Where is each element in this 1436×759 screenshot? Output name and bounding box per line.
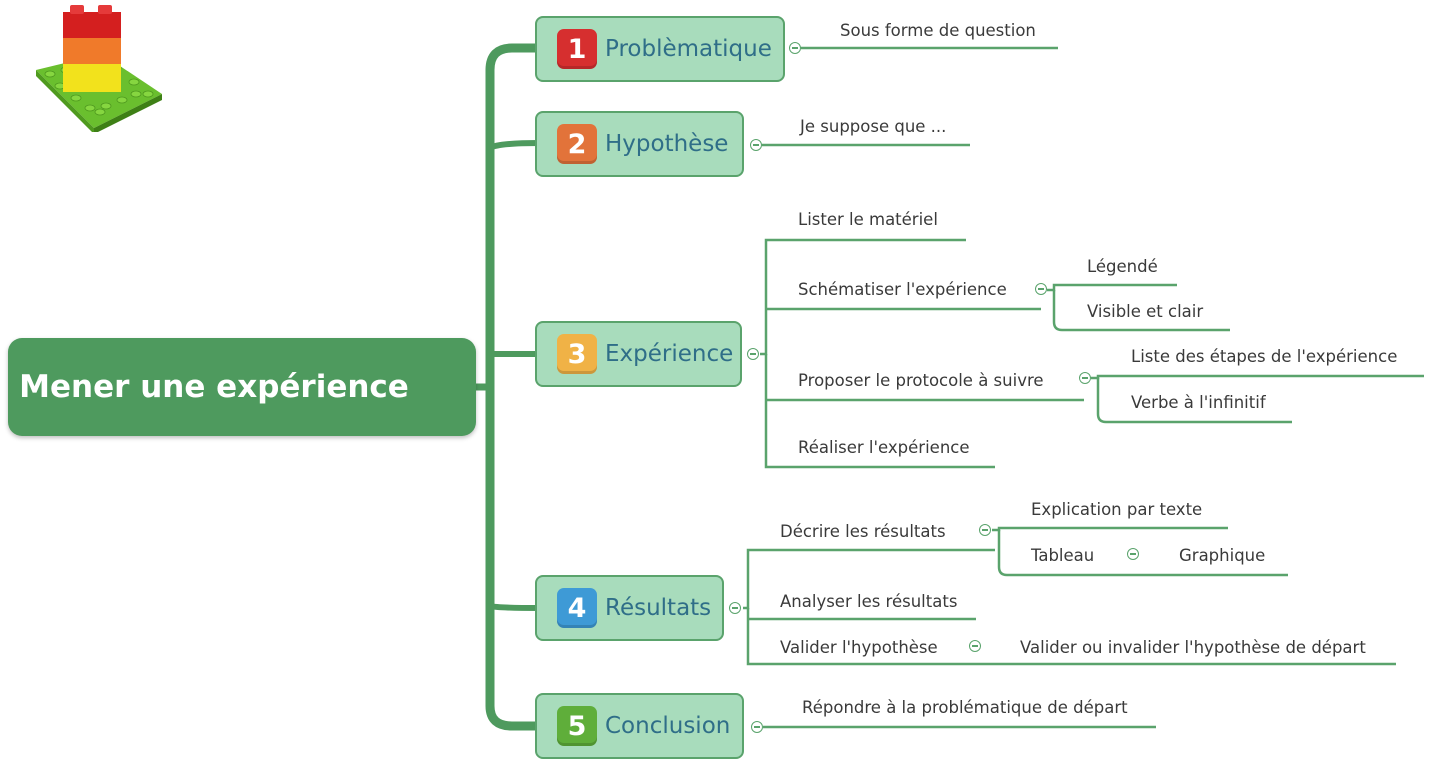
branch-label: Expérience — [605, 341, 734, 367]
branch-label: Résultats — [605, 595, 712, 621]
topic-tableau[interactable]: Tableau — [1031, 546, 1095, 565]
topic-liste-etapes[interactable]: Liste des étapes de l'expérience — [1131, 347, 1398, 366]
topic-valider-hypothese[interactable]: Valider l'hypothèse — [780, 638, 938, 657]
branch-label: Hypothèse — [605, 131, 729, 157]
number-badge: 4 — [557, 588, 597, 628]
branch-resultats[interactable]: 4 Résultats — [535, 575, 724, 641]
branch-label: Conclusion — [605, 713, 731, 739]
number-badge: 2 — [557, 124, 597, 164]
number-badge: 1 — [557, 29, 597, 69]
topic-sous-forme-question[interactable]: Sous forme de question — [840, 21, 1036, 40]
branch-experience[interactable]: 3 Expérience — [535, 321, 742, 387]
number-badge: 5 — [557, 706, 597, 746]
collapse-icon[interactable] — [1079, 372, 1091, 384]
collapse-icon[interactable] — [729, 602, 741, 614]
topic-explication-texte[interactable]: Explication par texte — [1031, 500, 1203, 519]
collapse-icon[interactable] — [747, 348, 759, 360]
collapse-icon[interactable] — [979, 524, 991, 536]
branch-problematique[interactable]: 1 Problèmatique — [535, 16, 785, 82]
topic-repondre[interactable]: Répondre à la problématique de départ — [802, 698, 1128, 717]
branch-hypothese[interactable]: 2 Hypothèse — [535, 111, 744, 177]
topic-lister-materiel[interactable]: Lister le matériel — [798, 210, 938, 229]
topic-verbe-infinitif[interactable]: Verbe à l'infinitif — [1131, 393, 1266, 412]
lego-brick-logo — [36, 5, 162, 132]
topic-schematiser[interactable]: Schématiser l'expérience — [798, 280, 1007, 299]
collapse-icon[interactable] — [750, 139, 762, 151]
branch-conclusion[interactable]: 5 Conclusion — [535, 693, 744, 759]
topic-valider-invalider[interactable]: Valider ou invalider l'hypothèse de dépa… — [1020, 638, 1366, 657]
topic-protocole[interactable]: Proposer le protocole à suivre — [798, 371, 1044, 390]
topic-realiser[interactable]: Réaliser l'expérience — [798, 438, 970, 457]
collapse-icon[interactable] — [969, 640, 981, 652]
collapse-icon[interactable] — [751, 721, 763, 733]
number-badge: 3 — [557, 334, 597, 374]
root-label: Mener une expérience — [19, 369, 409, 405]
topic-decrire[interactable]: Décrire les résultats — [780, 522, 946, 541]
collapse-icon[interactable] — [789, 42, 801, 54]
topic-visible-clair[interactable]: Visible et clair — [1087, 302, 1204, 321]
branch-label: Problèmatique — [605, 36, 772, 62]
topic-legende[interactable]: Légendé — [1087, 257, 1158, 276]
root-node[interactable]: Mener une expérience — [8, 338, 476, 436]
topic-je-suppose[interactable]: Je suppose que ... — [800, 117, 947, 136]
collapse-icon[interactable] — [1035, 283, 1047, 295]
topic-analyser[interactable]: Analyser les résultats — [780, 592, 958, 611]
collapse-icon[interactable] — [1127, 548, 1139, 560]
topic-graphique[interactable]: Graphique — [1179, 546, 1266, 565]
